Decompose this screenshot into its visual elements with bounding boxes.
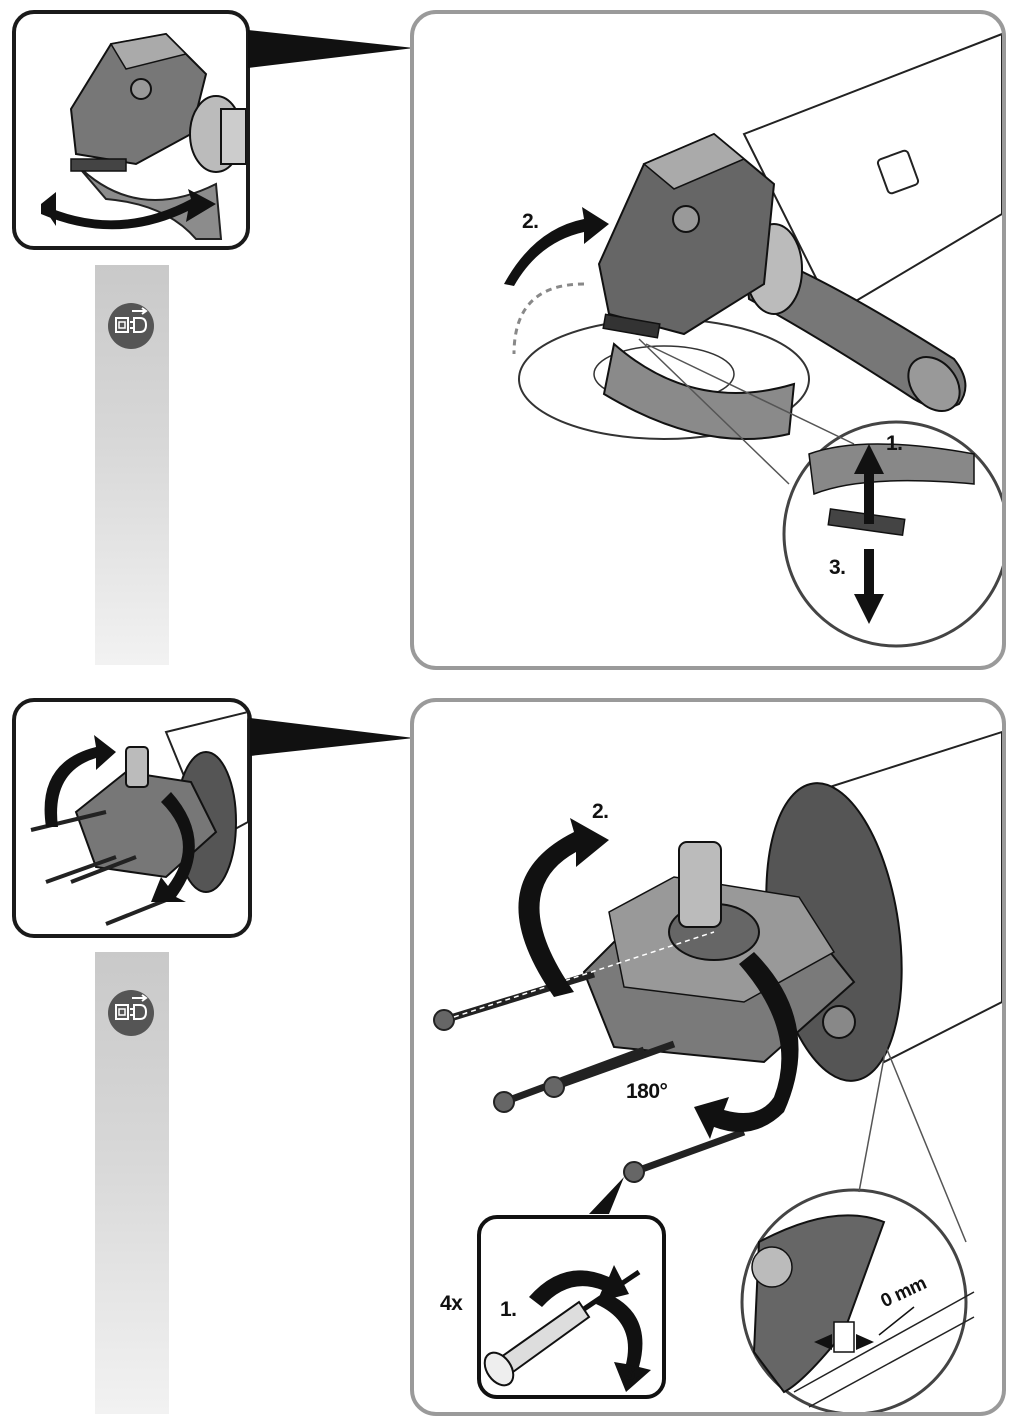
down-arrow-icon: [854, 549, 884, 624]
screw-icon: [30, 810, 107, 832]
screwdriver-icon: [483, 1269, 641, 1387]
panel-gear-head-rotation: 2. 180° 4x 1. 3. 0 mm: [410, 698, 1006, 1416]
thumbnail-guard-rotation: [12, 10, 250, 250]
guard-rotation-thumbnail-illustration: [41, 32, 246, 240]
unplug-icon: [108, 990, 154, 1036]
gear-head-rotation-illustration: [433, 730, 1002, 1412]
screw-step-1-label: 1.: [500, 1298, 517, 1321]
callout-connector: [248, 30, 414, 68]
unplug-icon: [108, 303, 154, 349]
count-label: 4x: [440, 1292, 463, 1315]
step-2-label: 2.: [522, 210, 539, 233]
step-3-label: 3.: [829, 556, 846, 579]
step-1-label: 1.: [886, 432, 903, 455]
screw-step-3-label: 3.: [624, 1362, 641, 1385]
callout-connector: [250, 718, 414, 756]
screw-icon: [45, 855, 117, 884]
gear-head-thumbnail-illustration: [30, 710, 248, 926]
screw-icon: [70, 855, 137, 884]
up-arrow-icon: [854, 444, 884, 524]
panel-guard-adjustment: 2. 1. 3.: [410, 10, 1006, 670]
thumbnail-gear-head-rotation: [12, 698, 252, 938]
angle-label: 180°: [626, 1080, 668, 1103]
screw-icon: [105, 898, 167, 926]
step-2-label: 2.: [592, 800, 609, 823]
guard-adjustment-illustration: [504, 32, 1002, 648]
